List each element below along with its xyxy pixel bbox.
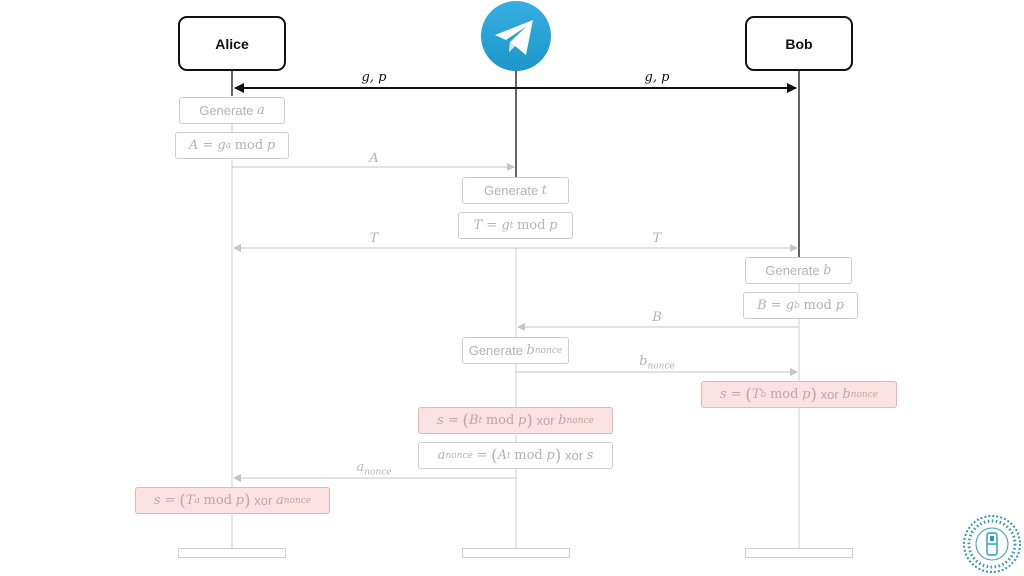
bob-actor: Bob bbox=[745, 16, 853, 71]
server-lifeline-end bbox=[462, 548, 570, 558]
alice-label: Alice bbox=[215, 35, 249, 52]
paper-plane-icon bbox=[481, 1, 551, 71]
msg-anonce: anonce bbox=[356, 460, 392, 478]
step-generate-a: Generate a bbox=[179, 97, 285, 124]
alice-lifeline-end bbox=[178, 548, 286, 558]
alice-actor: Alice bbox=[178, 16, 286, 71]
msg-A: A bbox=[369, 151, 379, 166]
msg-gp-right: g, p bbox=[644, 70, 670, 85]
bob-lifeline-end bbox=[745, 548, 853, 558]
circular-seal-icon bbox=[963, 515, 1021, 573]
msg-T-left: T bbox=[369, 231, 379, 246]
msg-T-right: T bbox=[652, 231, 662, 246]
bob-label: Bob bbox=[785, 35, 813, 52]
step-generate-t: Generate t bbox=[462, 177, 569, 204]
msg-B: B bbox=[652, 310, 662, 325]
msg-bnonce: bnonce bbox=[639, 354, 675, 372]
msg-gp-left: g, p bbox=[361, 70, 387, 85]
step-generate-b: Generate b bbox=[745, 257, 852, 284]
